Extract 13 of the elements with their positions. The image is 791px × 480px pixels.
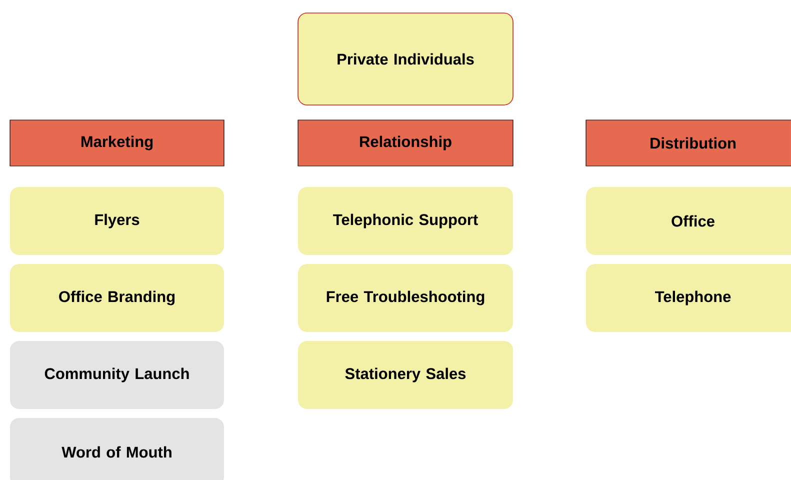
category-header: Relationship [298,120,514,166]
item-box: Office Branding [10,264,224,332]
item-box: Stationery Sales [298,341,513,409]
item-box: Flyers [10,187,224,255]
group-box: Private Individuals [298,12,514,106]
item-box: Office [586,187,791,255]
item-box: Word of Mouth [10,418,224,480]
category-header: Marketing [10,120,224,166]
item-box: Free Troubleshooting [298,264,513,332]
item-box: Telephone [586,264,791,332]
category-header: Distribution [586,120,791,166]
item-box: Community Launch [10,341,224,409]
item-box: Telephonic Support [298,187,513,255]
